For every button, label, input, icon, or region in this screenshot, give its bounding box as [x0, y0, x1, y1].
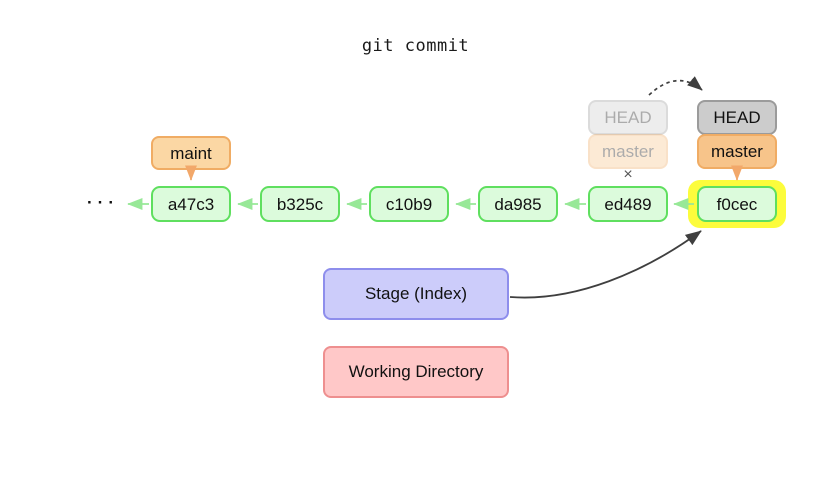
commit-node-b325c: b325c	[260, 186, 340, 222]
branch-tag-master-old: master	[588, 134, 668, 169]
commit-node-c10b9: c10b9	[369, 186, 449, 222]
arrow-stage-to-f0cec	[509, 230, 702, 299]
commit-node-ed489: ed489	[588, 186, 668, 222]
commit-node-da985: da985	[478, 186, 558, 222]
head-tag-new: HEAD	[697, 100, 777, 135]
stage-index-box: Stage (Index)	[323, 268, 509, 320]
page-title: git commit	[361, 36, 470, 56]
commit-node-f0cec: f0cec	[697, 186, 777, 222]
arrow-head-move-dashed	[648, 76, 703, 96]
working-directory-box: Working Directory	[323, 346, 509, 398]
history-ellipsis: ···	[87, 193, 119, 212]
head-tag-old: HEAD	[588, 100, 668, 135]
commit-node-a47c3: a47c3	[151, 186, 231, 222]
invalidated-ref-marker: ×	[623, 166, 633, 183]
branch-tag-maint: maint	[151, 136, 231, 170]
branch-tag-master-new: master	[697, 134, 777, 169]
